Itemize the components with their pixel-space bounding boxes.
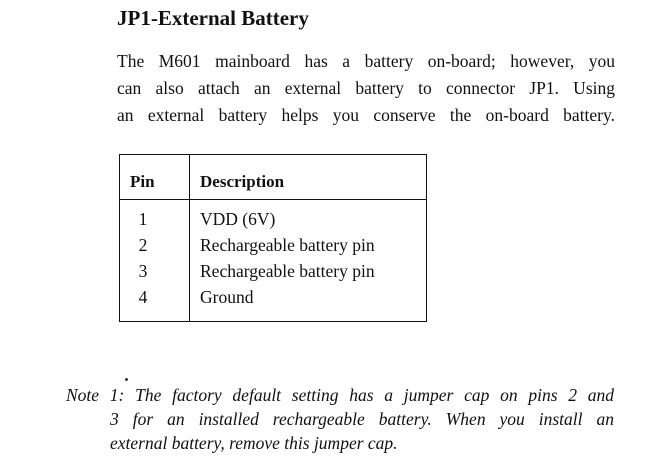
intro-line: The M601 mainboard has a battery on-boar… xyxy=(117,51,615,71)
table-header-divider xyxy=(120,199,426,200)
pin-description: Ground xyxy=(200,287,254,307)
table-header-pin: Pin xyxy=(130,172,155,191)
pin-table: Pin Description 1 VDD (6V) 2 Rechargeabl… xyxy=(119,154,427,322)
pin-description: VDD (6V) xyxy=(200,209,276,229)
pin-number: 4 xyxy=(138,287,148,307)
note-line: external battery, remove this jumper cap… xyxy=(110,433,398,453)
table-row: 4 Ground xyxy=(120,287,426,313)
pin-description: Rechargeable battery pin xyxy=(200,261,375,281)
pin-number: 2 xyxy=(138,235,148,255)
intro-line: an external battery helps you conserve t… xyxy=(117,105,615,125)
pin-number: 1 xyxy=(138,209,148,229)
table-header-description: Description xyxy=(200,172,285,191)
section-heading: JP1-External Battery xyxy=(117,6,309,30)
note-paragraph: Note 1: The factory default setting has … xyxy=(66,383,614,455)
intro-paragraph: The M601 mainboard has a battery on-boar… xyxy=(117,48,615,129)
print-speck xyxy=(125,378,128,381)
note-line: Note 1: The factory default setting has … xyxy=(66,385,614,405)
table-column-divider xyxy=(189,155,190,321)
table-row: 3 Rechargeable battery pin xyxy=(120,261,426,287)
pin-description: Rechargeable battery pin xyxy=(200,235,375,255)
table-row: 1 VDD (6V) xyxy=(120,209,426,235)
pin-number: 3 xyxy=(138,261,148,281)
note-line: 3 for an installed rechargeable battery.… xyxy=(110,409,614,429)
intro-line: can also attach an external battery to c… xyxy=(117,78,615,98)
table-row: 2 Rechargeable battery pin xyxy=(120,235,426,261)
